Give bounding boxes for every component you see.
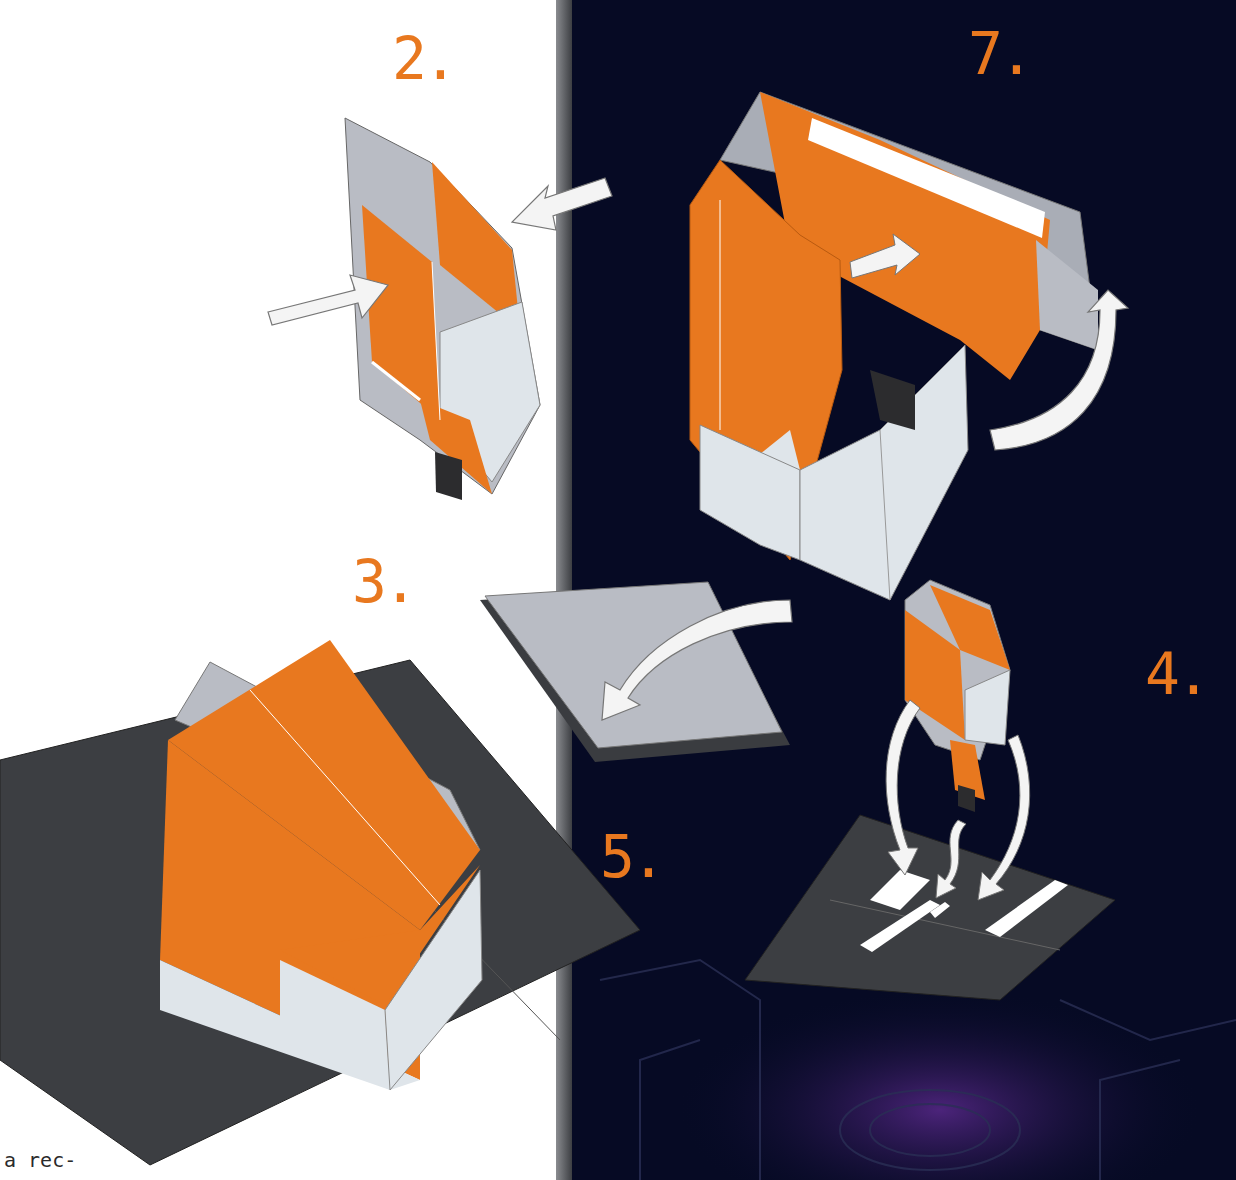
- body-text: a rec-: [4, 1150, 76, 1170]
- step7-figure: [690, 92, 1128, 600]
- step-number: 2.: [392, 30, 454, 88]
- step4-figure: [745, 580, 1115, 1000]
- step-number: 7.: [968, 25, 1030, 83]
- divider-bar: [556, 0, 572, 1180]
- step-number: 4.: [1145, 645, 1207, 703]
- step2-figure: [268, 118, 612, 500]
- step3-figure: [0, 582, 792, 1165]
- step-number: 3.: [352, 553, 414, 611]
- step-number: 5.: [600, 828, 662, 886]
- background-glow: [680, 990, 1200, 1180]
